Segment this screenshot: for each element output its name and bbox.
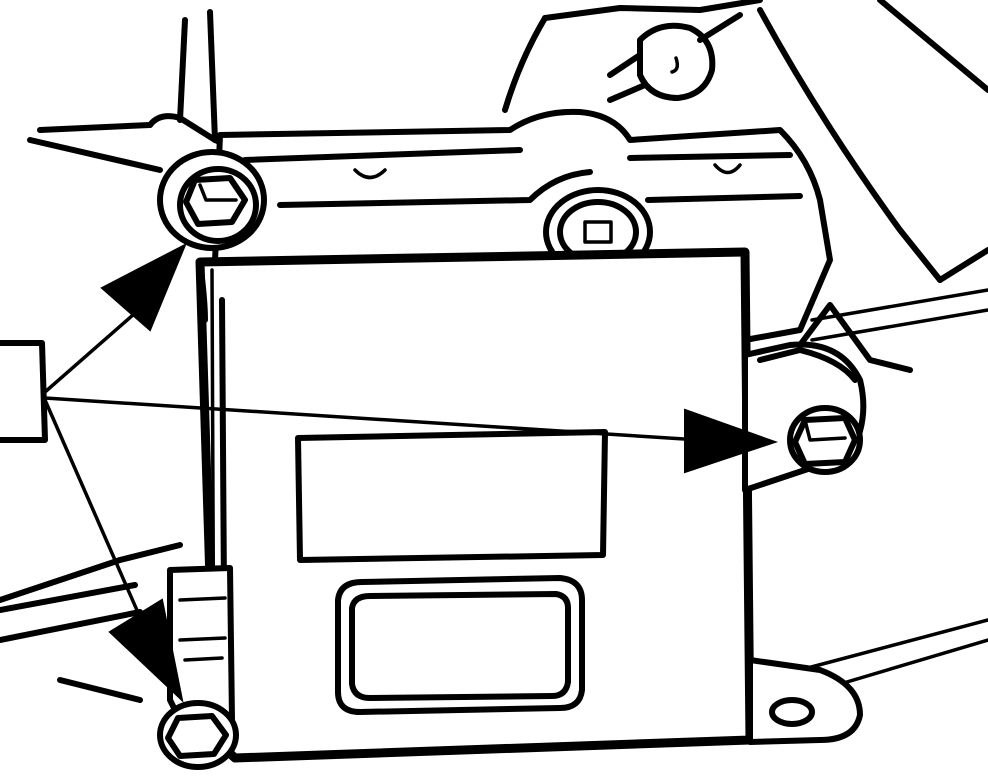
arrow-lower-left [108, 598, 184, 703]
lower-left-nut [157, 700, 239, 770]
lower-left-bracket [0, 542, 235, 723]
right-nut [787, 405, 863, 475]
label-plate [295, 429, 608, 563]
callout [0, 242, 779, 703]
background-structure [502, 0, 988, 692]
connector-socket [335, 575, 585, 715]
lower-right-tab [747, 657, 863, 745]
upper-left-nut [157, 149, 267, 251]
callout-box [0, 340, 48, 443]
arrow-upper-left [100, 242, 187, 332]
leader-lower-left [43, 398, 152, 642]
upper-clip [607, 12, 743, 103]
leader-right [43, 396, 702, 442]
arrow-right [684, 408, 779, 474]
